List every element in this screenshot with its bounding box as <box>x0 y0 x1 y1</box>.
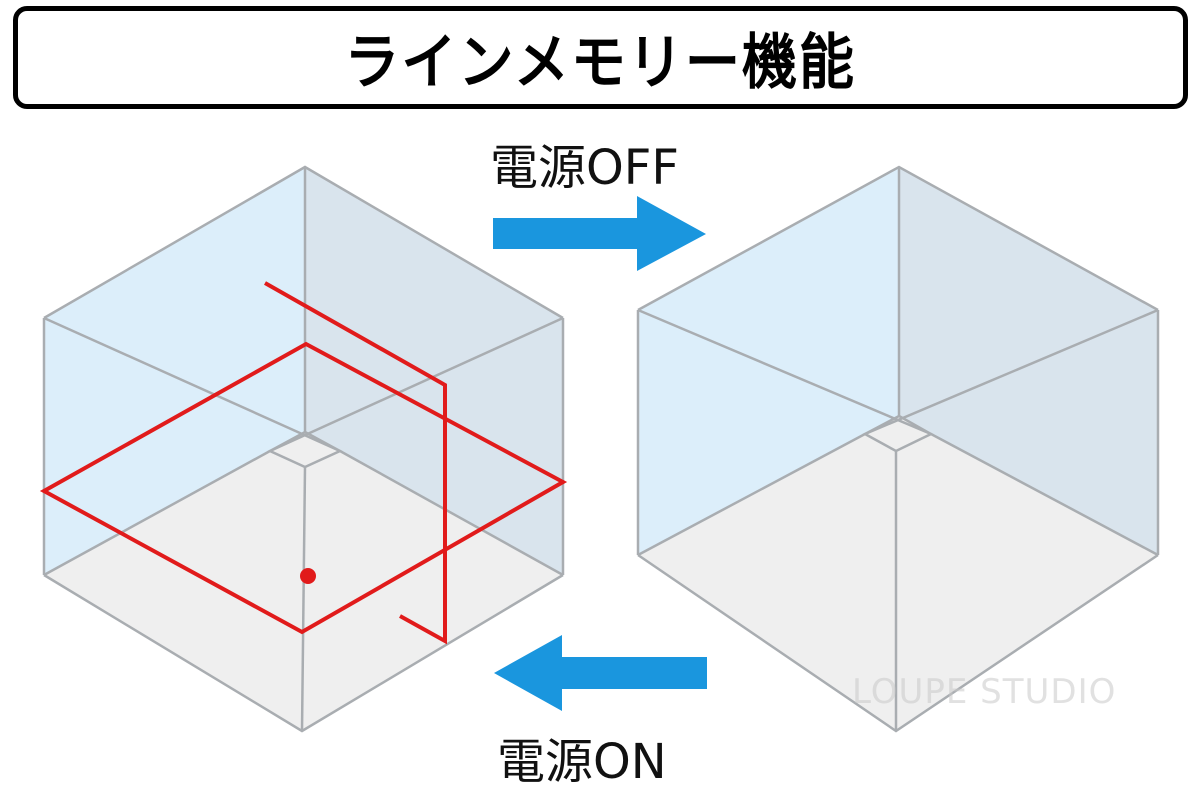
left-wall-face <box>638 167 899 555</box>
plumb-dot <box>300 568 316 584</box>
vertical-laser-line <box>264 281 447 645</box>
title-box: ラインメモリー機能 <box>13 6 1188 109</box>
cube-edges <box>42 165 565 733</box>
cube-edges <box>636 165 1160 733</box>
left-wall-face <box>44 167 305 575</box>
floor-face <box>638 416 1158 731</box>
arrow-left-icon <box>494 635 707 711</box>
arrow-right-icon <box>493 196 706 271</box>
horizontal-laser-line <box>39 341 568 635</box>
right-wall-face <box>305 167 563 575</box>
right-wall-face <box>899 167 1158 555</box>
watermark: LOUPE STUDIO <box>852 672 1117 712</box>
page-title: ラインメモリー機能 <box>344 28 857 98</box>
power-off-label: 電源OFF <box>490 140 680 196</box>
power-on-label: 電源ON <box>497 734 667 790</box>
laser-lines <box>39 281 568 645</box>
right-cube-empty <box>636 165 1160 733</box>
left-cube-with-laser <box>39 165 568 733</box>
